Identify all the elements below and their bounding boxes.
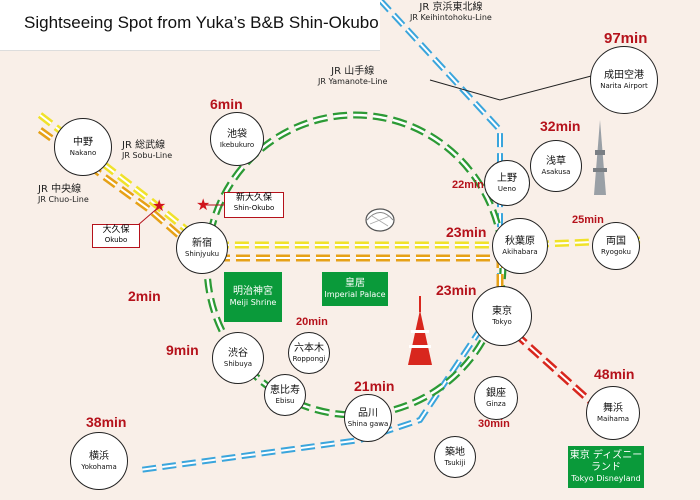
station-tsukiji[interactable]: 築地 Tsukiji	[434, 436, 476, 478]
time-yokohama: 38min	[86, 414, 127, 430]
station-asakusa[interactable]: 浅草 Asakusa	[530, 140, 582, 192]
station-ikebukuro[interactable]: 池袋 Ikebukuro	[210, 112, 264, 166]
time-shibuya: 9min	[166, 342, 199, 358]
meiji-shrine-box: 明治神宮 Meiji Shrine	[224, 272, 282, 322]
shin-okubo-callout: 新大久保 Shin-Okubo	[224, 192, 284, 218]
time-roppongi: 20min	[296, 316, 328, 328]
skytree-icon	[593, 120, 607, 195]
station-ebisu[interactable]: 恵比寿 Ebisu	[264, 374, 306, 416]
station-shibuya[interactable]: 渋谷 Shibuya	[212, 332, 264, 384]
time-maihama: 48min	[594, 366, 635, 382]
okubo-star-icon: ★	[152, 196, 167, 215]
station-akihabara[interactable]: 秋葉原 Akihabara	[492, 218, 548, 274]
time-asakusa: 32min	[540, 118, 581, 134]
map-title: Sightseeing Spot from Yuka’s B&B Shin-Ok…	[24, 13, 379, 32]
chuo-label: JR 中央線 JR Chuo-Line	[38, 184, 89, 204]
station-shinagawa[interactable]: 品川 Shina gawa	[344, 394, 392, 442]
station-shinjuku[interactable]: 新宿 Shinjyuku	[176, 222, 228, 274]
shin-okubo-star-icon: ★	[196, 195, 211, 214]
station-yokohama[interactable]: 横浜 Yokohama	[70, 432, 128, 490]
time-narita: 97min	[604, 30, 648, 47]
station-nakano[interactable]: 中野 Nakano	[54, 118, 112, 176]
yamanote-label: JR 山手線 JR Yamanote-Line	[318, 66, 388, 86]
station-roppongi[interactable]: 六本木 Roppongi	[288, 332, 330, 374]
time-tokyo: 23min	[436, 282, 477, 298]
station-tokyo[interactable]: 東京 Tokyo	[472, 286, 532, 346]
time-okubo: 2min	[128, 288, 161, 304]
station-ginza[interactable]: 銀座 Ginza	[474, 376, 518, 420]
time-akihabara: 23min	[446, 224, 487, 240]
station-narita-airport[interactable]: 成田空港 Narita Airport	[590, 46, 658, 114]
okubo-callout: 大久保 Okubo	[92, 224, 140, 248]
tokyo-tower-icon	[408, 296, 432, 365]
time-shinagawa: 21min	[354, 378, 395, 394]
station-ueno[interactable]: 上野 Ueno	[484, 160, 530, 206]
imperial-palace-box: 皇居 Imperial Palace	[322, 272, 388, 306]
time-tsukiji: 30min	[478, 418, 510, 430]
tokyo-dome-icon	[365, 208, 395, 232]
title-box: Sightseeing Spot from Yuka’s B&B Shin-Ok…	[0, 0, 380, 51]
time-ikebukuro: 6min	[210, 96, 243, 112]
time-ueno: 22min	[452, 179, 484, 191]
keihin-tohoku-label: JR 京浜東北線 JR Keihintohoku-Line	[410, 2, 492, 22]
time-ryogoku: 25min	[572, 214, 604, 226]
sobu-label: JR 総武線 JR Sobu-Line	[122, 140, 173, 160]
station-maihama[interactable]: 舞浜 Maihama	[586, 386, 640, 440]
station-ryogoku[interactable]: 両国 Ryogoku	[592, 222, 640, 270]
tokyo-disneyland-box: 東京 ディズニーランド Tokyo Disneyland	[568, 446, 644, 488]
